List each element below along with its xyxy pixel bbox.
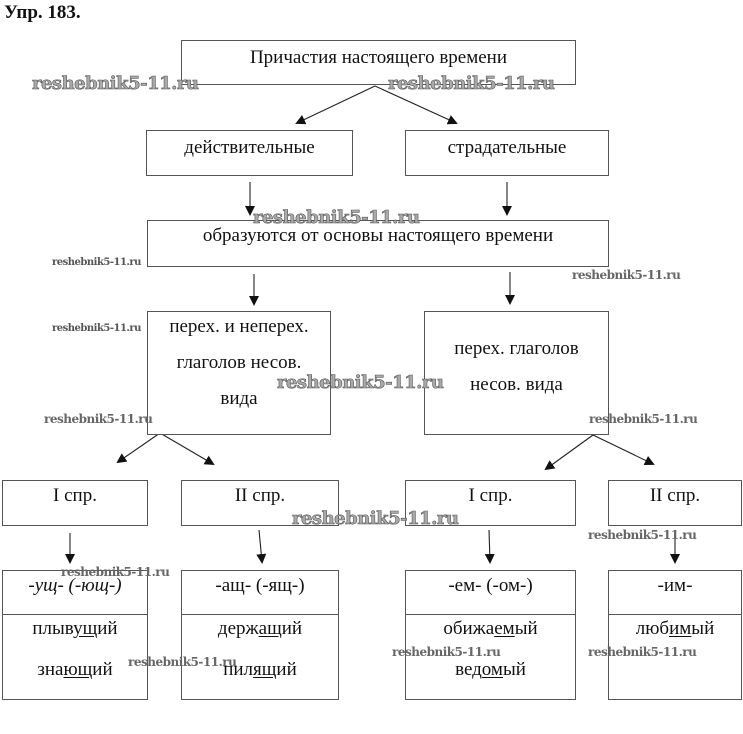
passive-i-conj-label: I спр. (468, 485, 513, 506)
passive-i-conj-box: I спр. (405, 480, 576, 526)
watermark: reshebnik5-11.ru (253, 207, 421, 229)
active-verbs-line-3: вида (220, 388, 258, 409)
passive-ii-conj-box: II спр. (608, 480, 742, 526)
arrow-active-verbs-to-ii (159, 432, 215, 466)
watermark: reshebnik5-11.ru (589, 412, 698, 426)
example-word: плывущий (32, 618, 118, 639)
watermark: reshebnik5-11.ru (292, 508, 460, 530)
watermark: reshebnik5-11.ru (392, 645, 501, 659)
example-word: знающий (37, 659, 113, 680)
example-word: любимый (635, 618, 715, 639)
suffix-box-em: -ем- (-ом-) обижаемый ведомый (405, 570, 576, 700)
suffix-label: -ущ- (-ющ-) (3, 571, 147, 615)
root-label: Причастия настоящего времени (249, 47, 508, 68)
watermark: reshebnik5-11.ru (32, 73, 200, 95)
watermark: reshebnik5-11.ru (588, 528, 697, 542)
root-box: Причастия настоящего времени (181, 40, 576, 85)
passive-ii-conj-label: II спр. (649, 485, 701, 506)
formation-label: образуются от основы настоящего времени (202, 225, 554, 246)
active-ii-conj-label: II спр. (234, 485, 286, 506)
example-word: обижаемый (443, 618, 538, 639)
example-word: пилящий (223, 659, 297, 680)
example-word: держащий (217, 618, 303, 639)
watermark: reshebnik5-11.ru (588, 645, 697, 659)
arrow-active-verbs-to-i (116, 432, 161, 464)
passive-label: страдательные (447, 137, 567, 158)
suffix-label: -ащ- (-ящ-) (182, 571, 338, 615)
watermark: reshebnik5-11.ru (44, 412, 153, 426)
passive-verbs-box: перех. глаголов несов. вида (424, 311, 609, 435)
arrow-passive-i-to-suffix (484, 529, 495, 564)
watermark: reshebnik5-11.ru (572, 268, 681, 282)
watermark: reshebnik5-11.ru (388, 73, 556, 95)
active-verbs-box: перех. и неперех. глаголов несов. вида (147, 311, 331, 435)
suffix-box-ashch: -ащ- (-ящ-) держащий пилящий (181, 570, 339, 700)
passive-verbs-line-1: перех. глаголов (454, 338, 579, 359)
active-i-conj-label: I спр. (53, 485, 97, 506)
watermark: reshebnik5-11.ru (61, 565, 170, 579)
formation-box: образуются от основы настоящего времени (147, 220, 609, 267)
exercise-title: Упр. 183. (4, 2, 81, 23)
arrow-passive-verbs-to-i (544, 434, 594, 471)
suffix-box-im: -им- любимый (608, 570, 742, 700)
active-verbs-line-2: глаголов несов. (176, 352, 302, 373)
arrow-passive-verbs-to-ii (592, 434, 655, 466)
passive-verbs-line-2: несов. вида (470, 374, 563, 395)
arrow-root-to-active (295, 85, 376, 125)
watermark: reshebnik5-11.ru (128, 655, 237, 669)
suffix-label: -ем- (-ом-) (406, 571, 575, 615)
watermark: reshebnik5-11.ru (277, 372, 445, 394)
passive-box: страдательные (405, 130, 609, 176)
watermark: reshebnik5-11.ru (52, 323, 141, 334)
suffix-box-ushch: -ущ- (-ющ-) плывущий знающий (2, 570, 148, 700)
active-label: действительные (184, 137, 315, 158)
active-box: действительные (146, 130, 353, 176)
watermark: reshebnik5-11.ru (52, 257, 141, 268)
example-word: ведомый (455, 659, 526, 680)
active-ii-conj-box: II спр. (181, 480, 339, 526)
arrow-active-ii-to-suffix (256, 529, 267, 564)
suffix-label: -им- (609, 571, 741, 615)
active-i-conj-box: I спр. (2, 480, 148, 526)
active-verbs-line-1: перех. и неперех. (169, 316, 309, 337)
